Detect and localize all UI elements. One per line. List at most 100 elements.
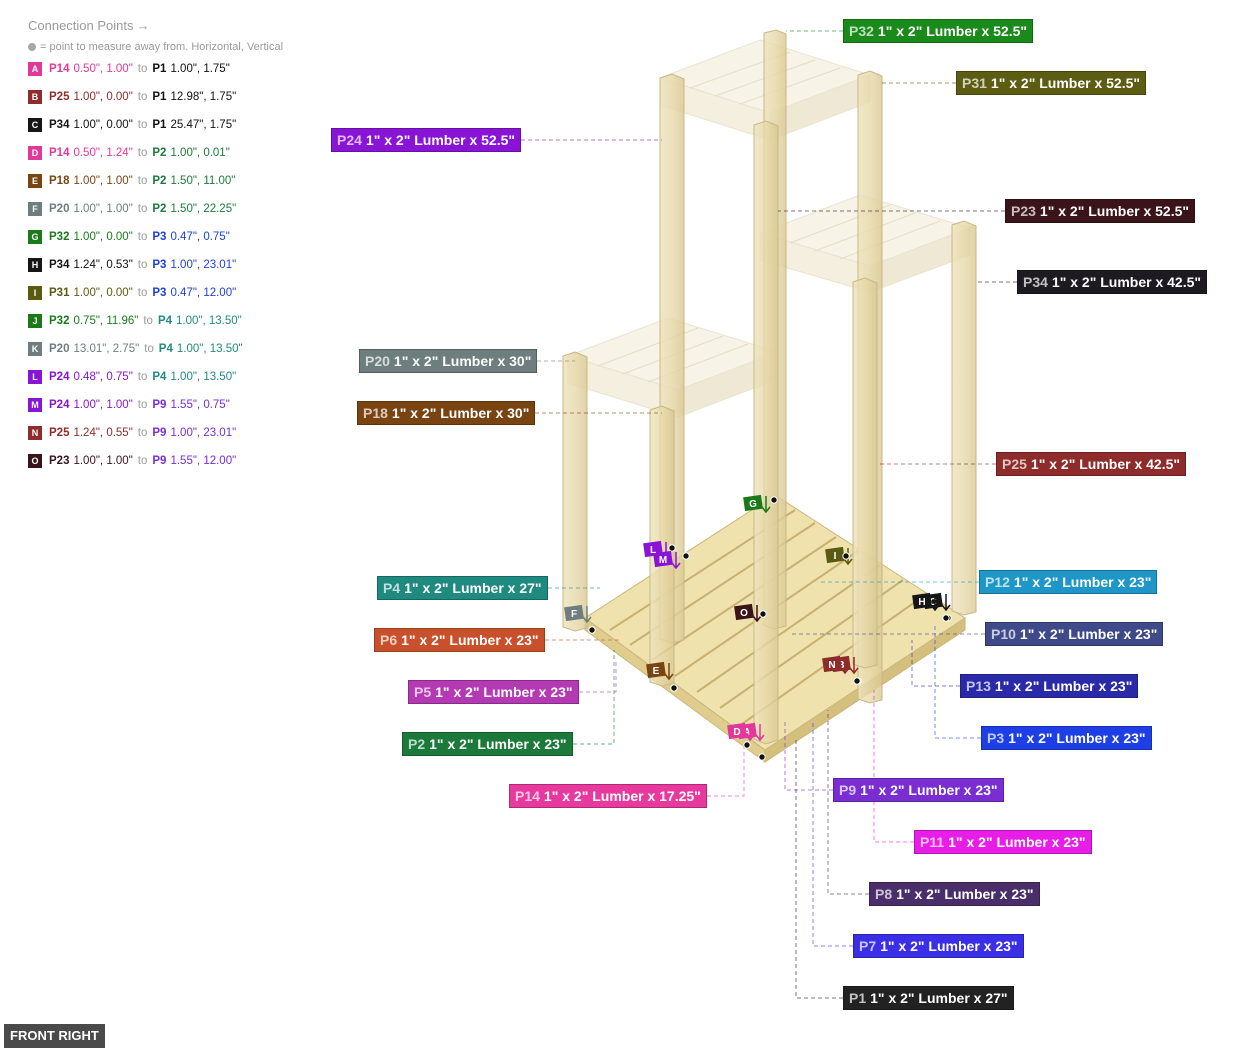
from-part: P18 — [49, 175, 70, 187]
marker-letter: L — [650, 545, 656, 556]
leader-p5 — [579, 660, 617, 693]
from-values: 1.00", 1.00" — [73, 455, 133, 467]
from-part: P23 — [49, 455, 70, 467]
part-id: P24 — [337, 132, 362, 148]
connection-dot — [682, 552, 690, 560]
marker-letter: G — [749, 499, 757, 510]
from-values: 0.50", 1.00" — [73, 63, 133, 75]
to-values: 0.47", 0.75" — [170, 231, 230, 243]
to-part: P3 — [152, 231, 167, 243]
part-description: 1" x 2" Lumber x 23" — [401, 632, 539, 648]
to-word: to — [137, 119, 148, 131]
leader-p11 — [873, 690, 914, 843]
from-values: 0.48", 0.75" — [73, 371, 133, 383]
from-part: P20 — [49, 203, 70, 215]
connection-legend: Connection Points→ = point to measure aw… — [28, 17, 328, 482]
down-arrow-icon — [671, 552, 681, 570]
from-values: 1.24", 0.53" — [73, 259, 133, 271]
from-values: 1.00", 0.00" — [73, 231, 133, 243]
part-id: P34 — [1023, 274, 1048, 290]
post-p20 — [562, 351, 588, 632]
from-part: P32 — [49, 315, 70, 327]
to-part: P1 — [152, 119, 167, 131]
down-arrow-icon — [582, 606, 592, 624]
connection-badge: K — [28, 342, 42, 356]
part-id: P3 — [987, 730, 1005, 746]
connection-badge: D — [28, 146, 42, 160]
from-part: P14 — [49, 63, 70, 75]
marker-letter: I — [834, 551, 837, 562]
marker-i: I — [825, 546, 853, 566]
to-part: P2 — [152, 203, 167, 215]
from-values: 1.24", 0.55" — [73, 427, 133, 439]
to-word: to — [137, 91, 148, 103]
part-description: 1" x 2" Lumber x 42.5" — [1051, 274, 1202, 290]
to-word: to — [137, 203, 148, 215]
part-id: P25 — [1002, 456, 1027, 472]
part-description: 1" x 2" Lumber x 42.5" — [1030, 456, 1181, 472]
down-arrow-icon — [761, 496, 771, 514]
connection-dot — [743, 741, 751, 749]
from-values: 1.00", 1.00" — [73, 399, 133, 411]
part-description: 1" x 2" Lumber x 23" — [429, 736, 567, 752]
to-word: to — [137, 63, 148, 75]
down-arrow-icon — [752, 605, 762, 623]
to-part: P4 — [157, 315, 173, 327]
to-part: P9 — [152, 455, 167, 467]
connection-badge: N — [28, 426, 42, 440]
marker-letter: M — [659, 555, 667, 566]
view-label: FRONT RIGHT — [4, 1024, 105, 1048]
from-values: 1.00", 0.00" — [73, 287, 133, 299]
down-arrow-icon — [849, 657, 859, 675]
part-description: 1" x 2" Lumber x 23" — [994, 678, 1133, 694]
to-part: P4 — [152, 371, 167, 383]
to-values: 1.50", 11.00" — [170, 175, 236, 187]
to-word: to — [143, 315, 153, 327]
to-word: to — [137, 147, 148, 159]
connection-dot — [770, 496, 778, 504]
post-p18 — [649, 405, 675, 687]
marker-e: E — [646, 661, 678, 692]
from-values: 1.00", 1.00" — [73, 203, 133, 215]
part-description: 1" x 2" Lumber x 52.5" — [990, 75, 1141, 91]
to-word: to — [137, 455, 148, 467]
marker-h: H — [912, 592, 950, 622]
down-arrow-icon — [755, 724, 765, 742]
from-values: 13.01", 2.75" — [73, 343, 140, 355]
from-part: P24 — [49, 371, 70, 383]
from-part: P25 — [49, 91, 70, 103]
from-part: P31 — [49, 287, 70, 299]
to-values: 1.00", 23.01" — [170, 259, 237, 271]
from-part: P14 — [49, 147, 70, 159]
marker-o: O — [734, 603, 767, 623]
to-word: to — [137, 371, 148, 383]
connection-badge: J — [28, 314, 42, 328]
